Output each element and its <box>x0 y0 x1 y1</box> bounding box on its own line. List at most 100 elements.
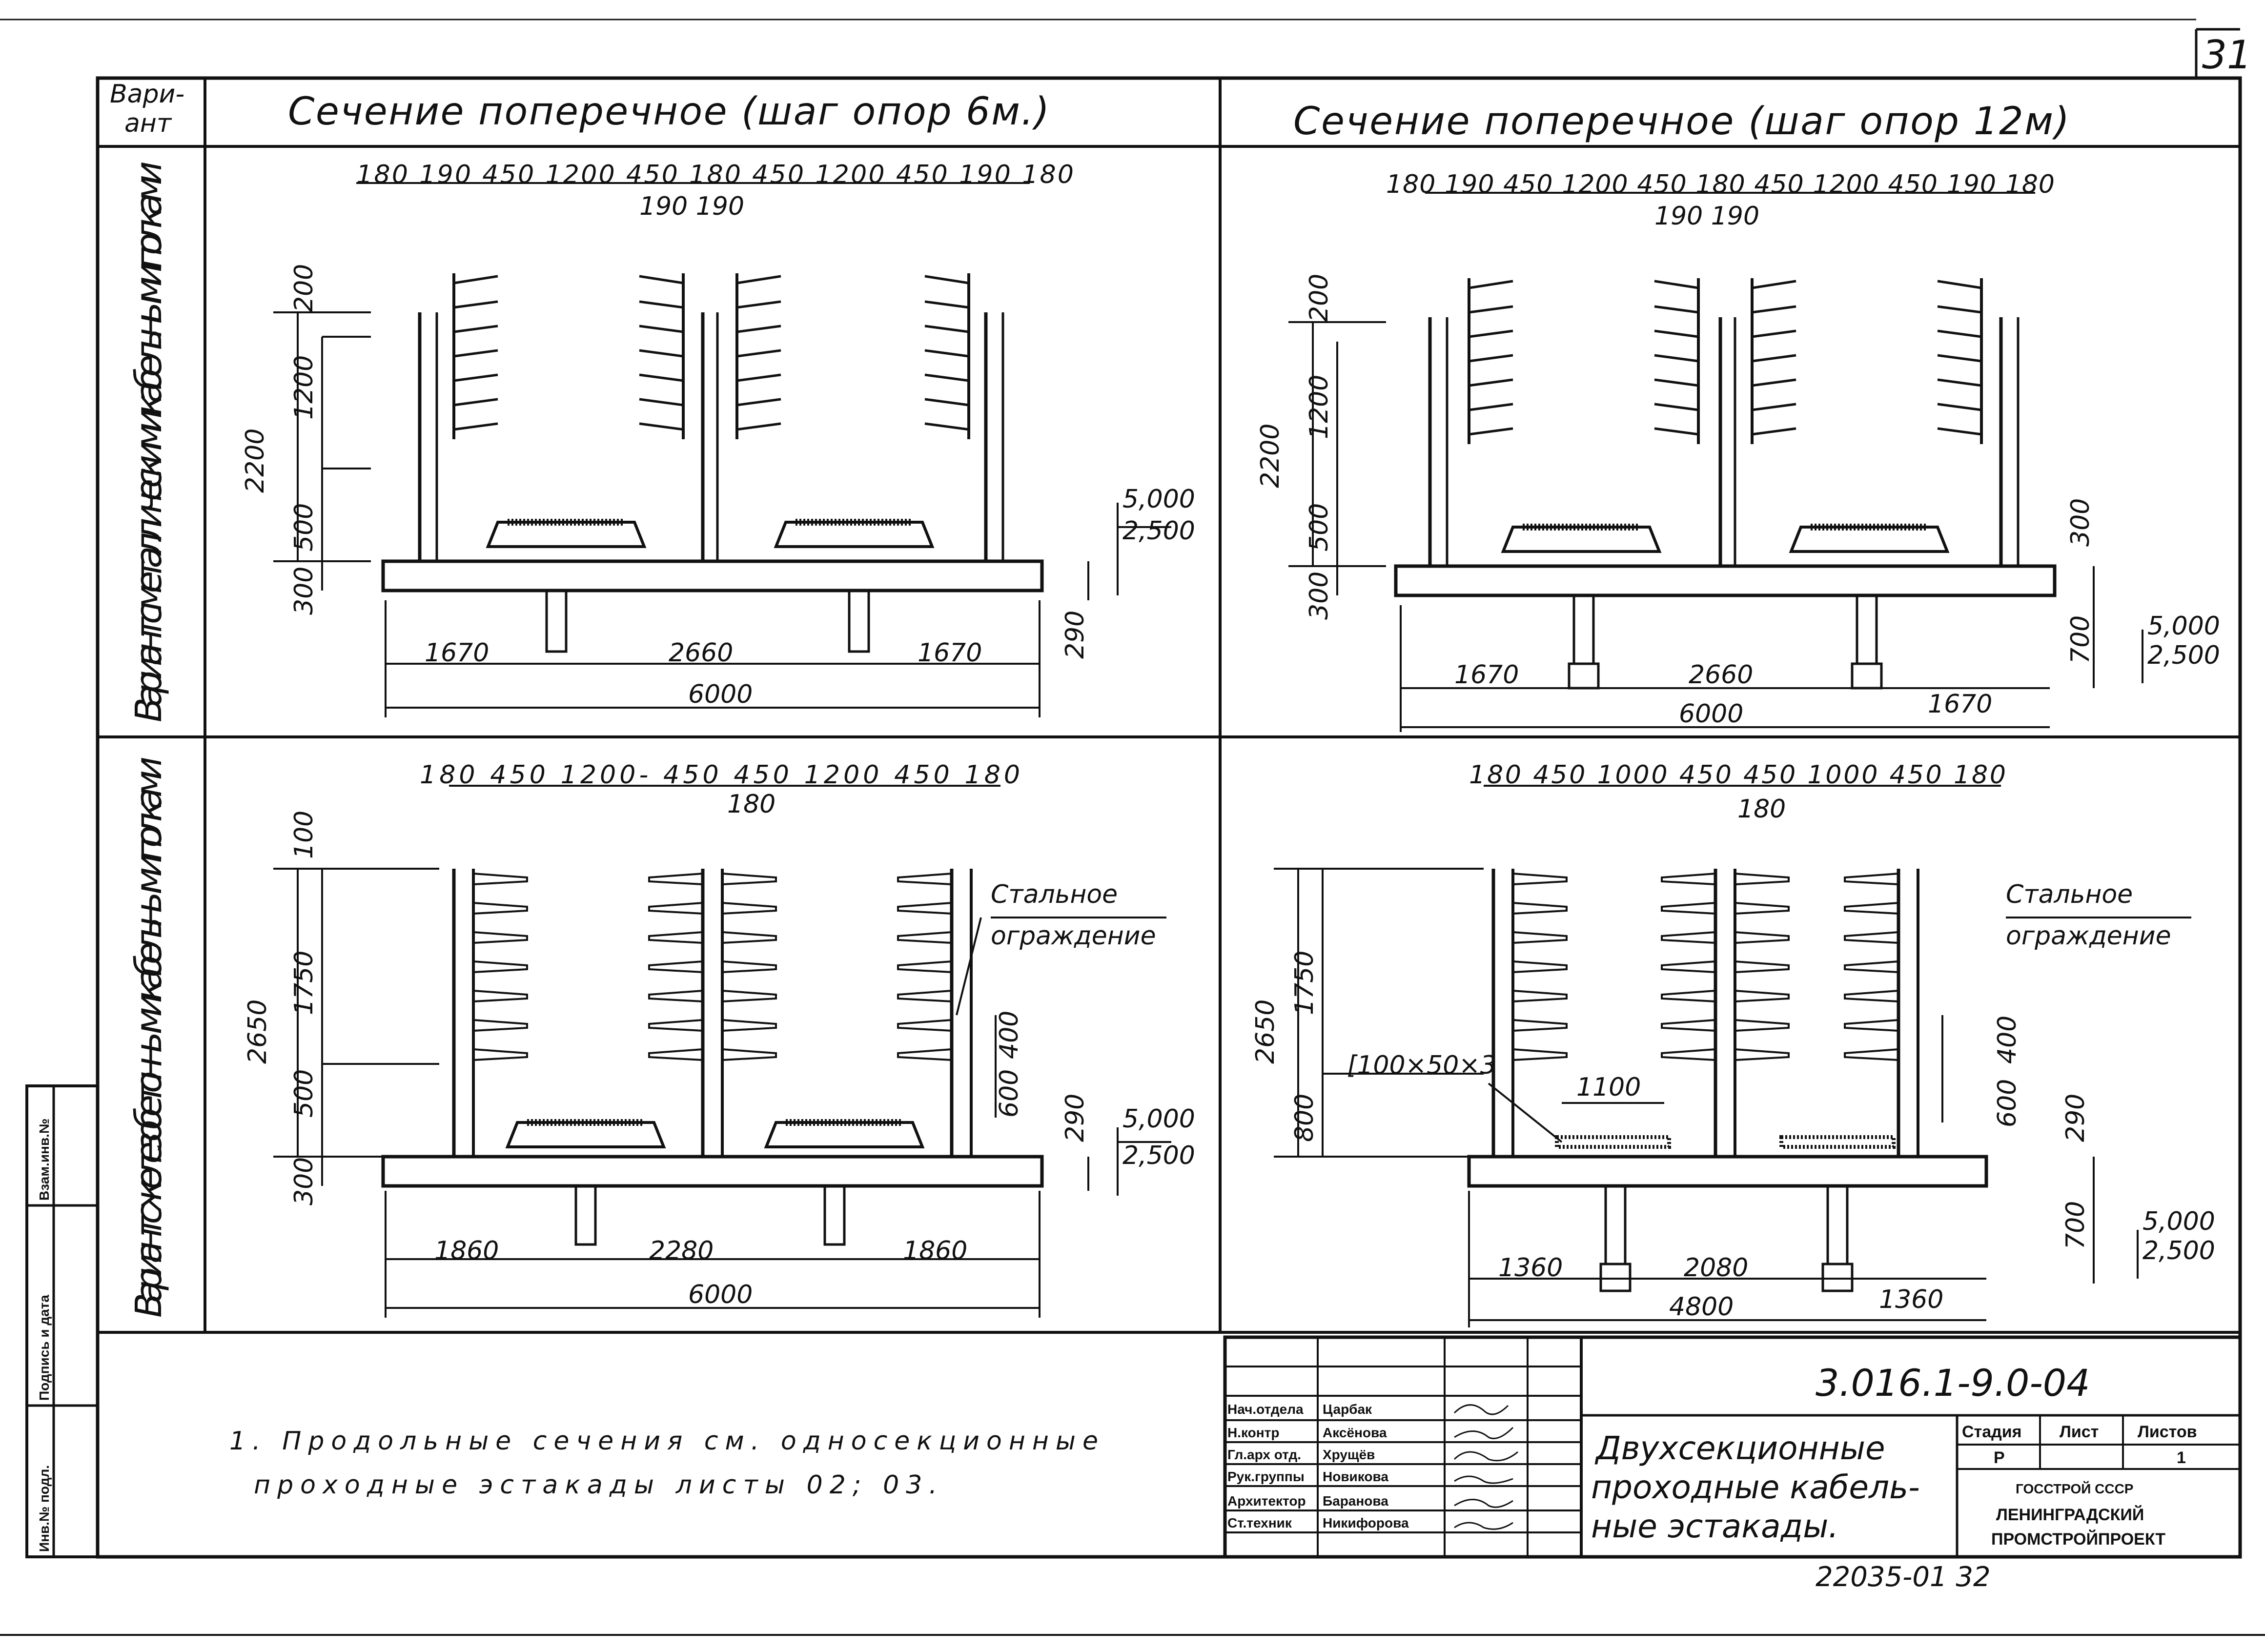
dim-400-b: 400 <box>1993 1016 2022 1064</box>
tb-name-0: Царбак <box>1323 1402 1372 1417</box>
dim-1200-b: 1200 <box>1305 375 1334 439</box>
dim-2200-b: 2200 <box>1256 424 1285 488</box>
dim-300-b: 300 <box>1305 571 1334 620</box>
note-line-2: проходные эстакады листы 02; 03. <box>254 1470 937 1500</box>
dim-6000-c: 6000 <box>688 1280 753 1309</box>
dim-1750-b: 1750 <box>1290 951 1319 1015</box>
dim-2080: 2080 <box>1684 1253 1748 1283</box>
dims-bot-6m-sub: 180 <box>727 790 775 819</box>
dim-6000-a: 6000 <box>688 680 753 709</box>
steel-fence-b1: Стальное <box>2006 880 2133 909</box>
dim-1670-c: 1670 <box>1454 660 1519 690</box>
stamp-repl: Взам.инв.№ <box>37 1119 52 1201</box>
level-bot-c: 2,500 <box>1122 1141 1195 1170</box>
outer-frame <box>96 76 2242 1559</box>
variant-header-2: ант <box>124 109 172 138</box>
dims-top-6m-sub: 190 190 <box>639 192 744 221</box>
level-top-b: 5,000 <box>2147 612 2220 641</box>
dim-4800: 4800 <box>1669 1292 1734 1322</box>
dim-100: 100 <box>289 811 319 859</box>
channel-label: [100×50×3 <box>1347 1051 1496 1080</box>
dim-300-c: 300 <box>2066 498 2095 547</box>
stamp-sign: Подпись и дата <box>37 1295 52 1401</box>
dim-2660-b: 2660 <box>1689 660 1753 690</box>
dim-700-c: 700 <box>2061 1201 2090 1249</box>
section-concrete-12m <box>1274 785 2191 1327</box>
dim-1670-a: 1670 <box>425 638 489 668</box>
tb-name-5: Никифорова <box>1323 1515 1409 1530</box>
dim-1670-d: 1670 <box>1928 690 1992 719</box>
dim-300: 300 <box>289 567 319 615</box>
bottom-code: 22035-01 32 <box>1816 1561 1991 1593</box>
dim-500: 500 <box>289 503 319 551</box>
dim-290: 290 <box>1061 611 1090 659</box>
level-bot-a: 2,500 <box>1122 516 1195 546</box>
dim-1670-b: 1670 <box>918 638 982 668</box>
title-12m: Сечение поперечное (шаг опор 12м) <box>1293 100 2069 143</box>
level-bot-b: 2,500 <box>2147 641 2220 670</box>
stamp-inv: Инв.№ подл. <box>37 1465 52 1552</box>
dim-1860-a: 1860 <box>434 1236 499 1265</box>
tb-col-sheet: Лист <box>2060 1423 2099 1441</box>
tb-col-stage: Стадия <box>1962 1423 2021 1441</box>
dims-bot-12m-sub: 180 <box>1737 795 1786 824</box>
level-bot-d: 2,500 <box>2143 1236 2215 1265</box>
section-concrete-6m <box>273 785 1171 1318</box>
title-6m: Сечение поперечное (шаг опор 6м.) <box>288 90 1049 134</box>
tb-title-1: Двухсекционные <box>1594 1429 1885 1467</box>
note-line-1: 1. Продольные сечения см. односекционные <box>229 1427 1098 1456</box>
tb-org-2: ЛЕНИНГРАДСКИЙ <box>1996 1505 2144 1524</box>
dim-290-b: 290 <box>1061 1094 1090 1142</box>
tb-org-3: ПРОМСТРОЙПРОЕКТ <box>1991 1530 2165 1549</box>
steel-fence-a2: ограждение <box>991 921 1156 951</box>
dim-200-b: 200 <box>1305 274 1334 322</box>
tb-sheets: 1 <box>2177 1448 2186 1467</box>
dim-2200: 2200 <box>241 428 270 493</box>
dim-2650-b: 2650 <box>1251 999 1280 1064</box>
dims-top-6m: 180 190 450 1200 450 180 450 1200 450 19… <box>356 160 1074 189</box>
tb-name-4: Баранова <box>1323 1493 1388 1509</box>
dim-600-b: 600 <box>1993 1079 2022 1127</box>
doc-code: 3.016.1-9.0-04 <box>1816 1361 2090 1405</box>
tb-stage: Р <box>1994 1448 2005 1467</box>
section-metal-6m <box>273 182 1171 717</box>
dim-500-b: 500 <box>1305 503 1334 551</box>
tb-role-5: Ст.техник <box>1227 1515 1292 1530</box>
dim-290-c: 290 <box>2061 1094 2090 1142</box>
dims-top-12m-sub: 190 190 <box>1654 202 1759 231</box>
dim-1360-a: 1360 <box>1498 1253 1563 1283</box>
tb-col-sheets: Листов <box>2138 1423 2197 1441</box>
dim-800: 800 <box>1290 1094 1319 1142</box>
tb-role-0: Нач.отдела <box>1227 1402 1304 1417</box>
dim-700-b: 700 <box>2066 615 2095 664</box>
tb-title-3: ные эстакады. <box>1591 1508 1838 1545</box>
tb-org-1: ГОССТРОЙ СССР <box>2016 1481 2133 1496</box>
tb-role-3: Рук.группы <box>1227 1469 1305 1484</box>
dim-500-c: 500 <box>289 1069 319 1118</box>
steel-fence-a1: Стальное <box>991 880 1118 909</box>
tb-role-4: Архитектор <box>1227 1493 1306 1509</box>
dim-1750: 1750 <box>289 951 319 1015</box>
level-top-c: 5,000 <box>1122 1104 1195 1134</box>
dim-600: 600 <box>995 1069 1024 1118</box>
tb-name-2: Хрущёв <box>1323 1447 1375 1462</box>
level-top-d: 5,000 <box>2143 1207 2215 1236</box>
tb-name-3: Новикова <box>1323 1469 1388 1484</box>
side-stamp <box>25 1084 99 1558</box>
title-block <box>1223 1335 2242 1559</box>
dim-1860-b: 1860 <box>903 1236 967 1265</box>
section-metal-12m <box>1288 192 2143 732</box>
dim-2280: 2280 <box>649 1236 714 1265</box>
dim-6000-b: 6000 <box>1679 699 1743 729</box>
level-top-a: 5,000 <box>1122 485 1195 514</box>
dim-1360-b: 1360 <box>1879 1285 1943 1314</box>
sheet-number: 31 <box>2202 32 2252 78</box>
dim-1200: 1200 <box>289 355 319 420</box>
dim-200: 200 <box>289 264 319 312</box>
tb-role-2: Гл.арх отд. <box>1227 1447 1301 1462</box>
dims-top-12m: 180 190 450 1200 450 180 450 1200 450 19… <box>1386 170 2055 199</box>
tb-name-1: Аксёнова <box>1323 1425 1387 1440</box>
dims-bot-12m: 180 450 1000 450 450 1000 450 180 <box>1469 760 2006 790</box>
dim-2650: 2650 <box>243 999 272 1064</box>
